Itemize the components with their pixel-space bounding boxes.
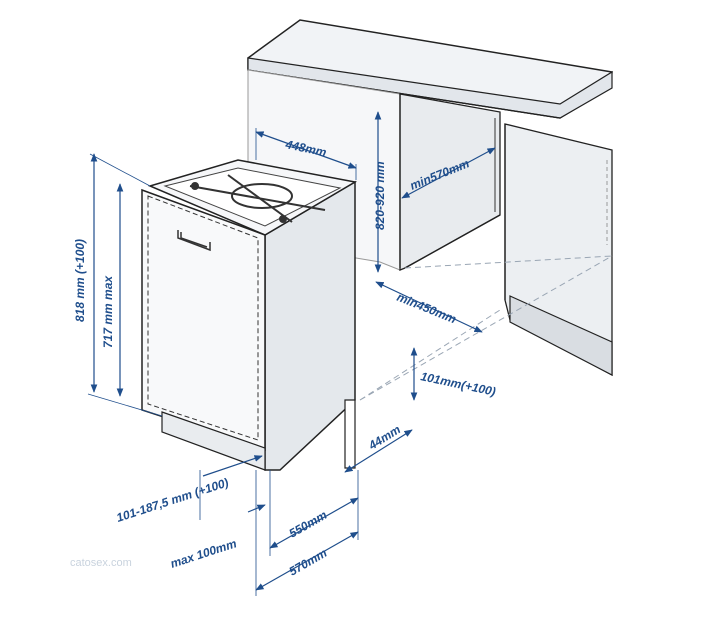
label-door-offset: 101-187,5 mm (+100) — [115, 475, 231, 524]
handle-icon — [177, 230, 211, 252]
label-max-offset: max 100mm — [169, 536, 239, 571]
label-total-height: 818 mm (+100) — [73, 239, 87, 322]
label-toe-kick: 44mm — [365, 422, 403, 453]
watermark: catosex.com — [70, 557, 132, 569]
label-plinth-height: 101mm(+100) — [419, 369, 497, 399]
label-depth-total: 570mm — [287, 546, 330, 579]
label-door-height: 717 mm max — [101, 275, 115, 348]
label-depth-body: 550mm — [287, 508, 330, 541]
right-cabinet — [504, 123, 613, 377]
label-niche-height: 820-920 mm — [373, 161, 387, 230]
spray-arm-icon — [189, 174, 326, 223]
floor-guides — [359, 255, 613, 401]
label-niche-width: min450mm — [395, 290, 459, 327]
dimension-lines — [87, 111, 496, 596]
